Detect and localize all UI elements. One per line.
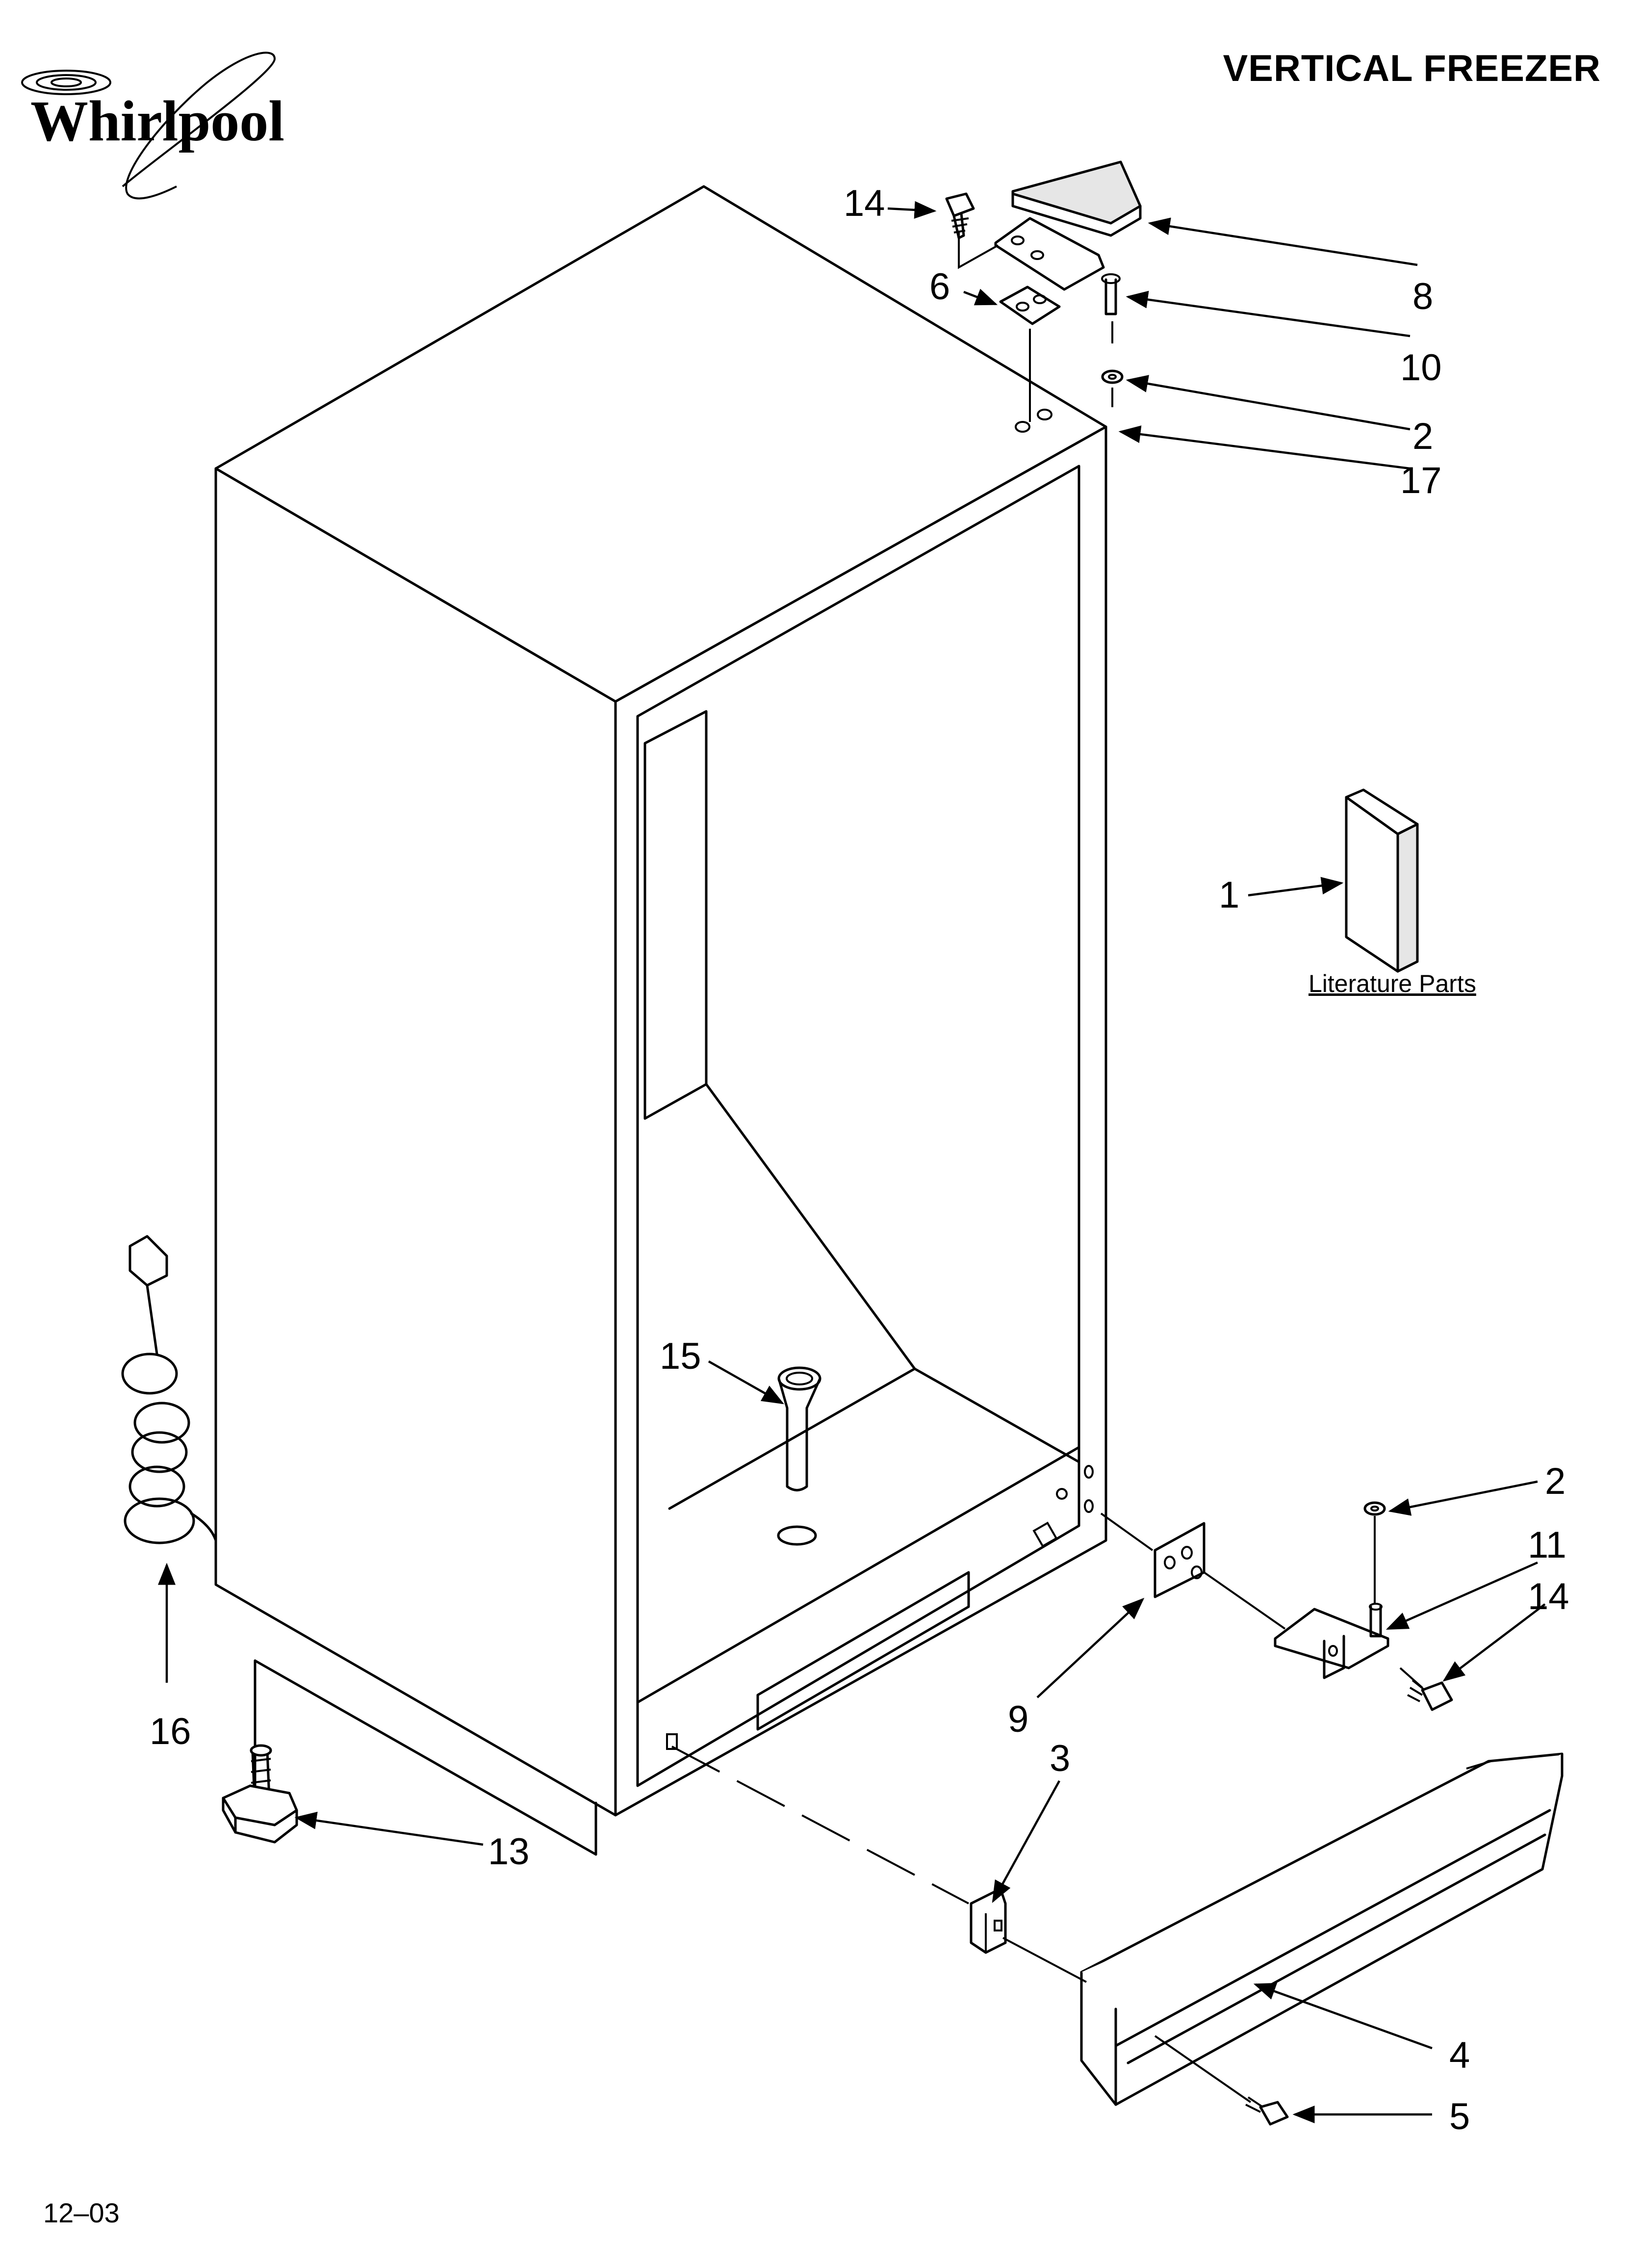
drain-tube <box>777 1366 821 1546</box>
bottom-hinge-plate <box>1154 1522 1206 1598</box>
callout-9: 9 <box>1008 1698 1028 1740</box>
assembly-lines <box>671 231 1423 2103</box>
callout-1: 1 <box>1219 874 1239 916</box>
callout-2-bottom: 2 <box>1545 1460 1565 1502</box>
literature-book <box>1345 788 1419 973</box>
grille-clip <box>970 1887 1007 1954</box>
callout-3: 3 <box>1050 1738 1070 1779</box>
grille-screw <box>1245 2096 1289 2126</box>
callout-5: 5 <box>1449 2096 1470 2138</box>
page-title: VERTICAL FREEZER <box>1223 48 1601 89</box>
callout-labels: 14 8 6 10 2 17 1 15 2 11 14 9 3 16 13 4 … <box>150 182 1569 2138</box>
toe-grille <box>1080 1752 1564 2106</box>
power-cord <box>121 1235 217 1544</box>
cabinet <box>214 185 1107 1856</box>
screw-bottom <box>1407 1679 1453 1711</box>
date-code: 12–03 <box>43 2197 120 2228</box>
hinge-cover <box>1011 160 1142 237</box>
callout-10: 10 <box>1400 347 1442 389</box>
literature-parts-label: Literature Parts <box>1308 970 1476 997</box>
leader-lines <box>158 201 1546 2123</box>
swirl-icon <box>21 52 276 200</box>
callout-8: 8 <box>1412 276 1433 317</box>
hinge-shim <box>999 286 1061 325</box>
whirlpool-logo: Whirlpool <box>21 52 284 200</box>
callout-13: 13 <box>488 1831 530 1873</box>
callout-15: 15 <box>660 1335 701 1377</box>
callout-16: 16 <box>150 1711 191 1752</box>
screw-top <box>945 192 975 239</box>
callout-14-bottom: 14 <box>1528 1576 1569 1617</box>
callout-11: 11 <box>1528 1524 1566 1566</box>
callout-2-top: 2 <box>1412 416 1433 457</box>
washer-top <box>1101 369 1124 384</box>
leveling-leg <box>222 1744 298 1844</box>
callout-17: 17 <box>1400 460 1442 501</box>
bottom-hinge <box>1274 1603 1389 1679</box>
top-hinge <box>994 217 1121 315</box>
callout-4: 4 <box>1449 2034 1470 2076</box>
callout-14-top: 14 <box>844 182 885 224</box>
brand-wordmark: Whirlpool <box>30 89 284 153</box>
washer-bottom <box>1363 1501 1386 1516</box>
callout-6: 6 <box>929 266 950 308</box>
